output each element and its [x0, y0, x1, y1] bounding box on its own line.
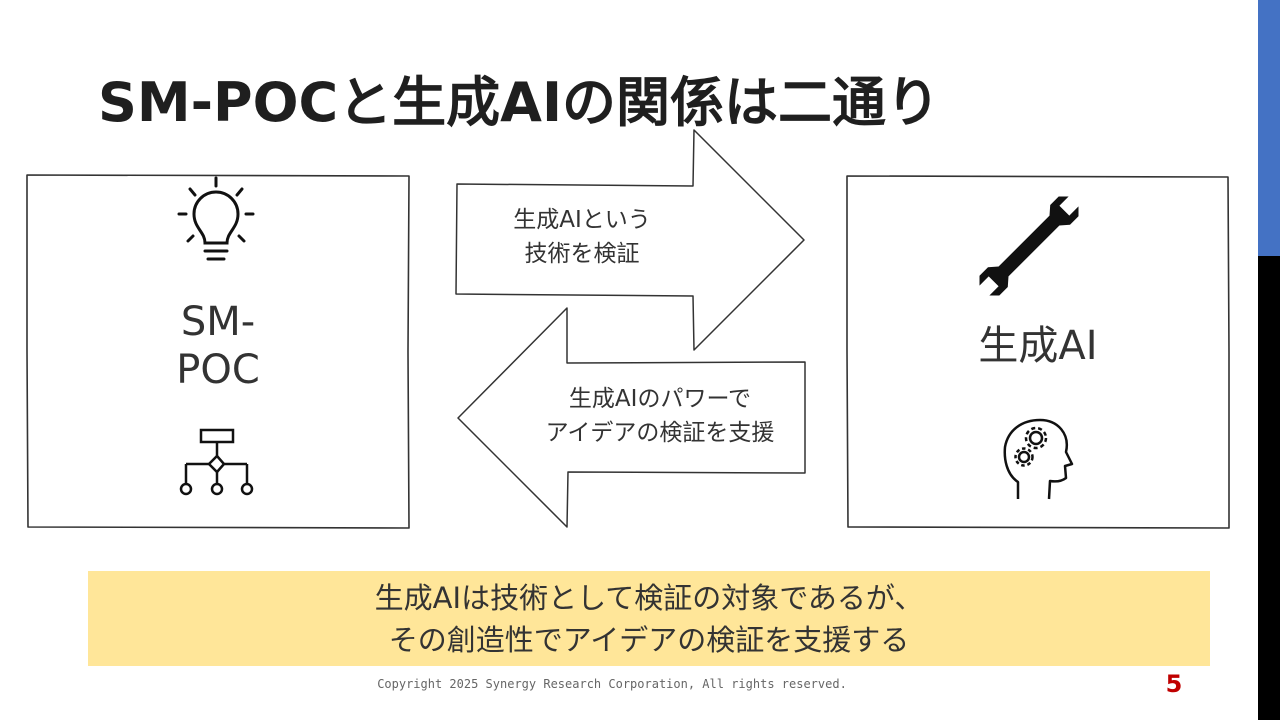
sm-poc-label: SM- POC — [168, 298, 268, 394]
flowchart-icon — [179, 428, 254, 496]
summary-banner: 生成AIは技術として検証の対象であるが、 その創造性でアイデアの検証を支援する — [88, 571, 1210, 666]
sm-poc-label-line1: SM- — [180, 299, 256, 345]
summary-line2: その創造性でアイデアの検証を支援する — [388, 622, 910, 657]
arrow-left-text-line2: アイデアの検証を支援 — [545, 420, 775, 446]
arrow-right-text-line2: 技術を検証 — [524, 241, 640, 267]
genai-box — [846, 175, 1230, 529]
sm-poc-label-line2: POC — [176, 347, 260, 393]
summary-line1: 生成AIは技術として検証の対象であるが、 — [374, 580, 924, 615]
arrow-left-text-line1: 生成AIのパワーで — [568, 386, 752, 412]
sm-poc-box — [26, 174, 410, 529]
genai-label: 生成AI — [978, 323, 1098, 369]
arrow-left-shape — [457, 307, 806, 528]
arrow-right-text: 生成AIという 技術を検証 — [482, 203, 682, 271]
wrench-icon — [979, 196, 1079, 296]
arrow-right-text-line1: 生成AIという — [513, 207, 651, 233]
lightbulb-icon — [177, 176, 255, 261]
copyright-footer: Copyright 2025 Synergy Research Corporat… — [377, 677, 847, 691]
side-accent-bar-black — [1258, 256, 1280, 720]
arrow-left-text: 生成AIのパワーで アイデアの検証を支援 — [520, 382, 800, 450]
page-number: 5 — [1165, 670, 1183, 698]
arrow-right-shape — [455, 129, 805, 351]
head-gears-icon — [1003, 418, 1074, 500]
slide-title: SM-POCと生成AIの関係は二通り — [98, 71, 941, 134]
side-accent-bar-blue — [1258, 0, 1280, 256]
